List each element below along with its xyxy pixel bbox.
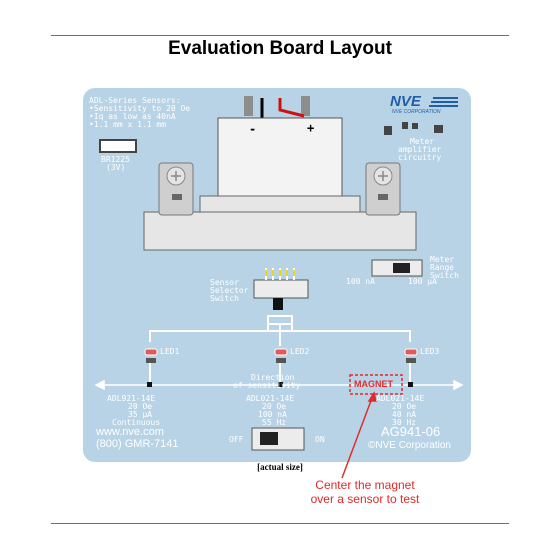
led2-label: LED2 — [290, 347, 310, 356]
battery-label-2: (3V) — [106, 163, 126, 172]
sensor-selector-switch — [253, 279, 309, 299]
led1-label: LED1 — [160, 347, 180, 356]
battery-minus-label: - — [249, 122, 257, 136]
magnet-note-line2: over a sensor to test — [310, 492, 420, 506]
sensor1-line1: 20 Oe — [128, 402, 153, 411]
sensor2-part: ADL021-14E — [246, 394, 295, 403]
red-wire — [278, 98, 305, 118]
magnet-outline — [349, 374, 403, 395]
sensor-3 — [408, 382, 413, 387]
led3-label: LED3 — [420, 347, 440, 356]
direction-label-1: Direction — [251, 373, 295, 382]
website-text: www.nve.com — [96, 426, 164, 438]
power-on-label: ON — [315, 435, 325, 444]
battery-holder-br1225 — [99, 139, 137, 153]
base-upper — [199, 195, 361, 213]
meter-range-1: Meter — [430, 255, 455, 264]
magnet-note-line1: Center the magnet — [315, 478, 415, 492]
sensor-spec-2: •Iq as low as 40nA — [89, 112, 176, 121]
base-plate — [143, 211, 417, 251]
battery-post-left — [244, 96, 253, 116]
nve-logo: NVE — [390, 93, 421, 110]
meter-amp-1: Meter — [410, 137, 435, 146]
battery-plus-label: + — [307, 121, 315, 135]
nve-logo-sub: NVE CORPORATION — [392, 109, 441, 115]
page-title: Evaluation Board Layout — [168, 38, 392, 59]
magnet-note: Center the magnet over a sensor to test — [280, 478, 450, 506]
power-off-label: OFF — [229, 435, 244, 444]
led3 — [404, 348, 418, 356]
sensor-2 — [278, 382, 283, 387]
sensor-spec-3: •1.1 mm x 1.1 mm — [89, 120, 167, 129]
meter-amp-2: amplifier — [398, 145, 442, 154]
selector-label-2: Selector — [210, 286, 249, 295]
selector-label-3: Switch — [210, 294, 239, 303]
direction-label-2: of sensitivity — [233, 381, 301, 390]
top-rule — [51, 35, 509, 36]
battery-label-1: BR1225 — [101, 155, 130, 164]
sensor-spec-1: •Sensitivity to 20 Oe — [89, 104, 191, 113]
phone-text: (800) GMR-7141 — [96, 438, 179, 450]
led2 — [274, 348, 288, 356]
meter-range-2: Range — [430, 263, 455, 272]
sensor3-line1: 20 Oe — [392, 402, 417, 411]
sensor1-line2: 35 µA — [128, 410, 153, 419]
meter-range-3: Switch — [430, 271, 459, 280]
selector-label-1: Sensor — [210, 278, 239, 287]
copyright-text: ©NVE Corporation — [368, 440, 451, 451]
sensor2-line1: 20 Oe — [262, 402, 287, 411]
battery-body — [217, 117, 343, 197]
meter-amp-3: circuitry — [398, 153, 442, 162]
magnet-label: MAGNET — [354, 379, 393, 389]
sensor2-line2: 100 nA — [258, 410, 287, 419]
battery-post-right — [301, 96, 310, 116]
sensor1-part: ADL921-14E — [107, 394, 156, 403]
led1 — [144, 348, 158, 356]
part-number: AG941-06 — [381, 424, 441, 439]
bottom-rule — [51, 523, 509, 524]
actual-size-caption: [actual size] — [257, 462, 303, 472]
sensor2-line3: 55 Hz — [262, 418, 287, 427]
sensors-heading: ADL-Series Sensors: — [89, 96, 181, 105]
range-high-label: 100 µA — [408, 277, 437, 286]
range-low-label: 100 nA — [346, 277, 375, 286]
sensor3-line3: 30 Hz — [392, 418, 417, 427]
sensor-1 — [147, 382, 152, 387]
sensor1-line3: Continuous — [112, 418, 161, 427]
sensor3-part: ADL021-14E — [376, 394, 425, 403]
sensor3-line2: 40 nA — [392, 410, 417, 419]
